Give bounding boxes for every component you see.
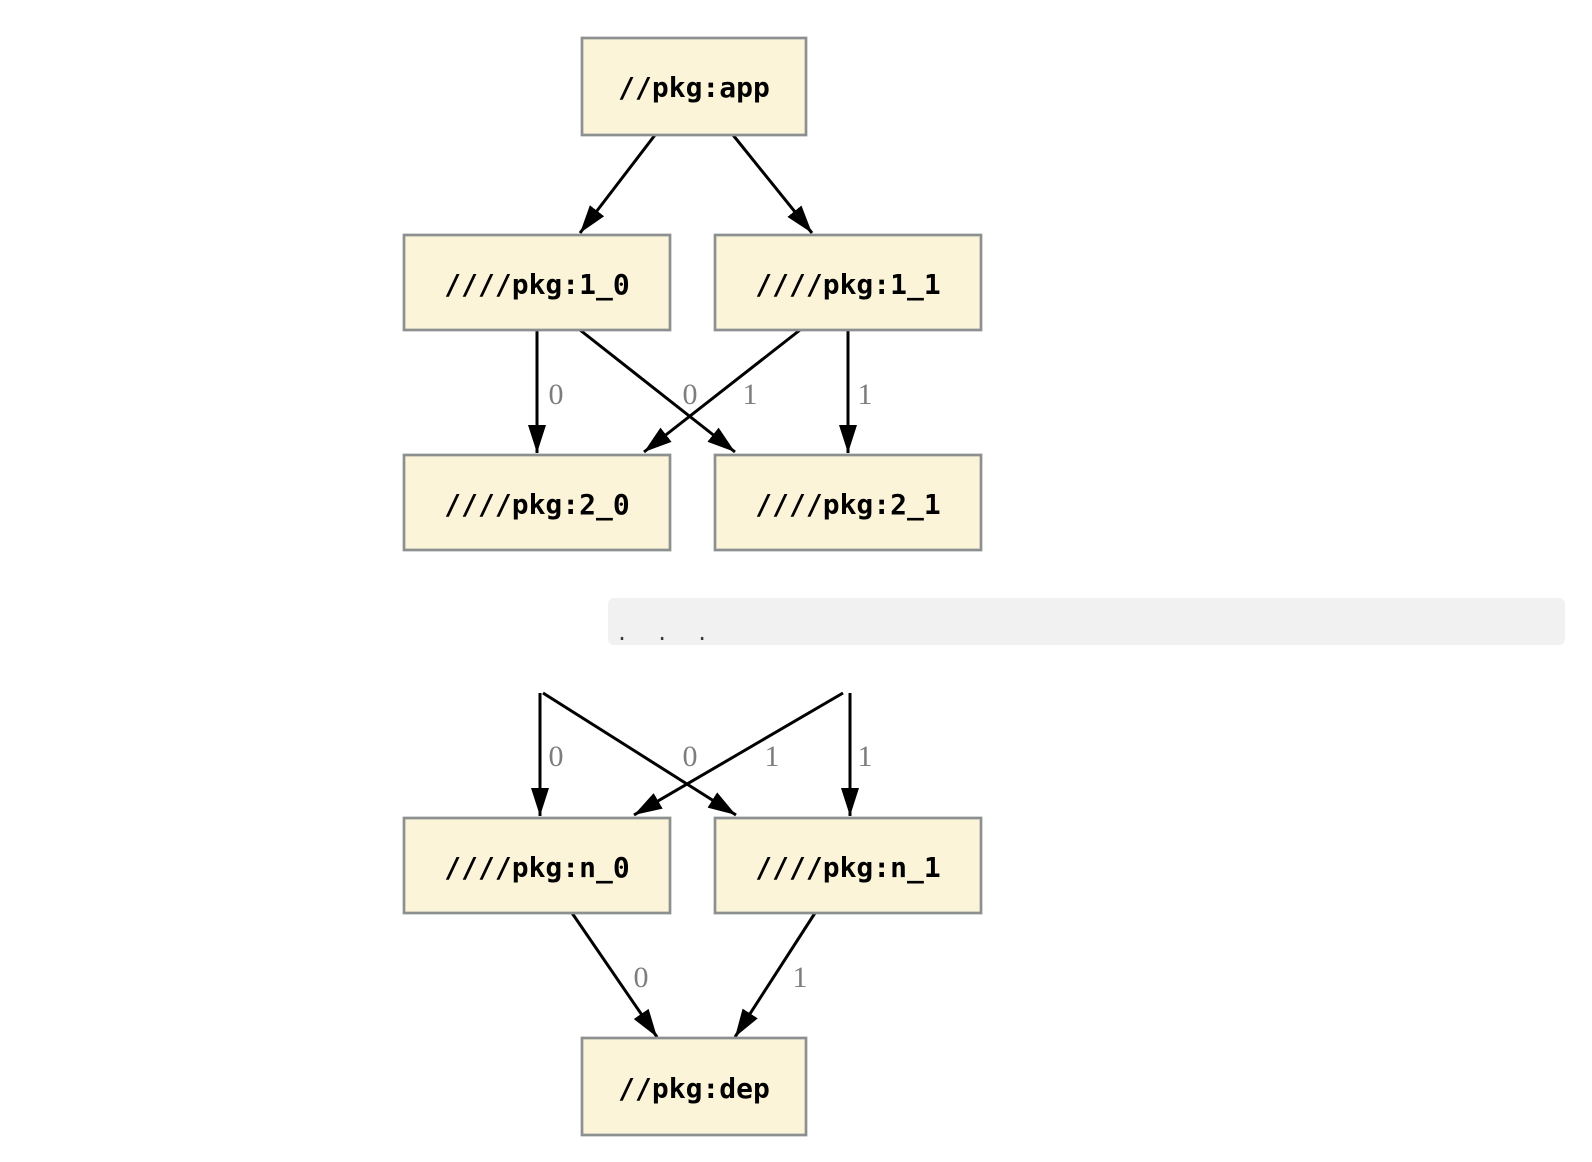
ellipsis-band: . . . [608,598,1565,645]
edge-1_1-to-2_0 [643,328,801,454]
node-label: ////pkg:n_1 [755,851,940,884]
node-box [402,816,672,915]
edge-label: 0 [683,740,698,773]
edge-app-to-1_1 [731,134,814,234]
node-label: //pkg:dep [618,1072,770,1105]
node-label: ////pkg:1_0 [444,268,629,301]
node-pkg-dep: //pkg:dep [580,1036,808,1137]
node-pkg-2_0: ////pkg:2_0 [402,453,672,552]
edge-layer [528,134,859,1038]
node-pkg-n_1: ////pkg:n_1 [713,816,983,915]
node-label: ////pkg:n_0 [444,851,629,884]
node-pkg-1_1: ////pkg:1_1 [713,233,983,332]
edge-app-to-1_0 [578,134,657,234]
edge-label: 0 [549,378,564,411]
node-pkg-n_0: ////pkg:n_0 [402,816,672,915]
node-label: ////pkg:1_1 [755,268,940,301]
node-box [402,453,672,552]
node-box [580,36,808,137]
node-box [713,816,983,915]
edge-label-layer: 0 0 1 1 0 0 1 1 0 1 [549,378,873,994]
node-box [713,233,983,332]
edge-label: 0 [549,740,564,773]
edge-n_1-to-dep [733,912,817,1038]
edge-label: 1 [743,378,758,411]
edge-label: 1 [765,740,780,773]
edge-1_0-to-2_1 [579,328,736,454]
edge-label: 0 [634,961,649,994]
edge-ellipsis-to-n_0-cross [633,691,844,817]
node-layer: //pkg:app ////pkg:1_0 ////pkg:1_1 ////pk… [402,36,983,1137]
node-box [402,233,672,332]
edge-label: 0 [683,378,698,411]
node-box [713,453,983,552]
node-pkg-app: //pkg:app [580,36,808,137]
edge-label: 1 [858,740,873,773]
node-label: ////pkg:2_1 [755,488,940,521]
node-label: //pkg:app [618,71,770,104]
node-label: ////pkg:2_0 [444,488,629,521]
node-box [580,1036,808,1137]
node-pkg-2_1: ////pkg:2_1 [713,453,983,552]
edge-label: 1 [858,378,873,411]
ellipsis-band-background [608,598,1565,645]
ellipsis-dots: . . . [616,621,716,645]
edge-ellipsis-to-n_1-cross [542,691,737,817]
node-pkg-1_0: ////pkg:1_0 [402,233,672,332]
edge-label: 1 [793,961,808,994]
edge-n_0-to-dep [570,912,659,1038]
